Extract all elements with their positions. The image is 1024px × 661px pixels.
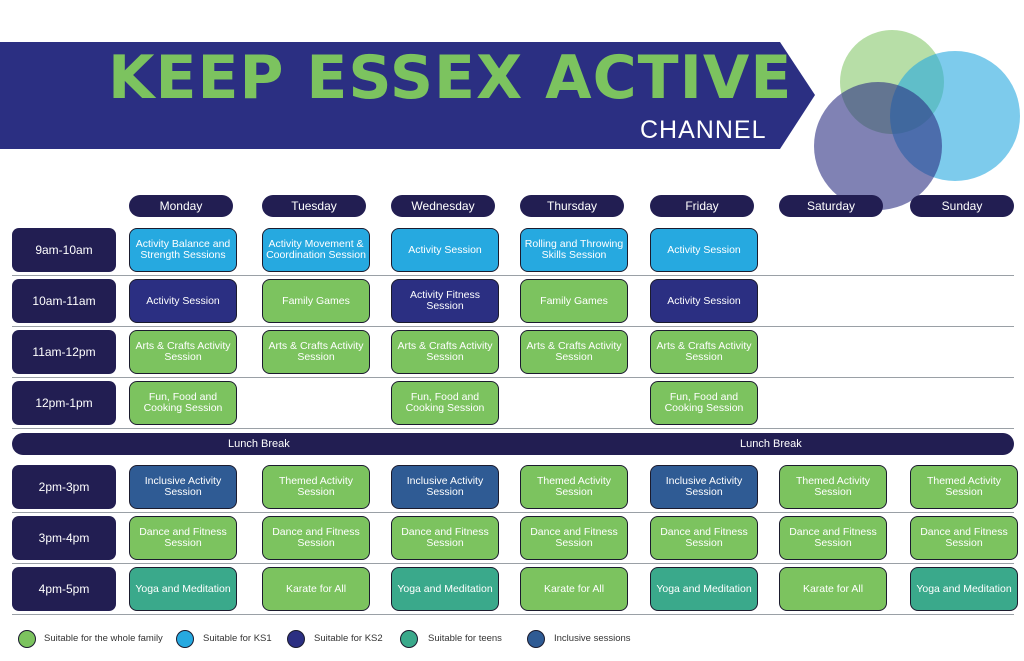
session-thu-9am[interactable]: Rolling and Throwing Skills Session bbox=[520, 228, 628, 272]
day-header-monday: Monday bbox=[129, 195, 233, 217]
session-mon-11am[interactable]: Arts & Crafts Activity Session bbox=[129, 330, 237, 374]
legend-inclusive-icon bbox=[527, 630, 545, 648]
day-header-saturday: Saturday bbox=[779, 195, 883, 217]
session-fri-12pm[interactable]: Fun, Food and Cooking Session bbox=[650, 381, 758, 425]
time-label-2pm: 2pm-3pm bbox=[12, 465, 116, 509]
day-header-sunday: Sunday bbox=[910, 195, 1014, 217]
session-mon-12pm[interactable]: Fun, Food and Cooking Session bbox=[129, 381, 237, 425]
logo-circles-icon bbox=[814, 30, 1020, 210]
legend-inclusive-label: Inclusive sessions bbox=[554, 633, 631, 644]
legend-ks1-label: Suitable for KS1 bbox=[203, 633, 272, 644]
legend-ks2-icon bbox=[287, 630, 305, 648]
lunch-break-label-left: Lunch Break bbox=[228, 438, 290, 450]
session-mon-9am[interactable]: Activity Balance and Strength Sessions bbox=[129, 228, 237, 272]
session-tue-11am[interactable]: Arts & Crafts Activity Session bbox=[262, 330, 370, 374]
session-wed-3pm[interactable]: Dance and Fitness Session bbox=[391, 516, 499, 560]
session-sat-4pm[interactable]: Karate for All bbox=[779, 567, 887, 611]
session-tue-10am[interactable]: Family Games bbox=[262, 279, 370, 323]
session-fri-3pm[interactable]: Dance and Fitness Session bbox=[650, 516, 758, 560]
session-mon-2pm[interactable]: Inclusive Activity Session bbox=[129, 465, 237, 509]
row-divider bbox=[12, 377, 1014, 378]
session-fri-11am[interactable]: Arts & Crafts Activity Session bbox=[650, 330, 758, 374]
session-sun-3pm[interactable]: Dance and Fitness Session bbox=[910, 516, 1018, 560]
day-header-thursday: Thursday bbox=[520, 195, 624, 217]
row-divider bbox=[12, 326, 1014, 327]
row-divider bbox=[12, 512, 1014, 513]
row-divider bbox=[12, 428, 1014, 429]
time-label-4pm: 4pm-5pm bbox=[12, 567, 116, 611]
time-label-9am: 9am-10am bbox=[12, 228, 116, 272]
session-fri-2pm[interactable]: Inclusive Activity Session bbox=[650, 465, 758, 509]
legend-teens-icon bbox=[400, 630, 418, 648]
lunch-break-label-right: Lunch Break bbox=[740, 438, 802, 450]
row-divider bbox=[12, 563, 1014, 564]
session-wed-10am[interactable]: Activity Fitness Session bbox=[391, 279, 499, 323]
session-sun-2pm[interactable]: Themed Activity Session bbox=[910, 465, 1018, 509]
session-mon-10am[interactable]: Activity Session bbox=[129, 279, 237, 323]
header-banner bbox=[0, 42, 815, 149]
session-sun-4pm[interactable]: Yoga and Meditation bbox=[910, 567, 1018, 611]
day-header-tuesday: Tuesday bbox=[262, 195, 366, 217]
session-wed-2pm[interactable]: Inclusive Activity Session bbox=[391, 465, 499, 509]
day-header-friday: Friday bbox=[650, 195, 754, 217]
legend-ks2-label: Suitable for KS2 bbox=[314, 633, 383, 644]
session-wed-11am[interactable]: Arts & Crafts Activity Session bbox=[391, 330, 499, 374]
legend-whole-family-label: Suitable for the whole family bbox=[44, 633, 163, 644]
session-wed-4pm[interactable]: Yoga and Meditation bbox=[391, 567, 499, 611]
page-title: KEEP ESSEX ACTIVE bbox=[108, 43, 793, 113]
time-label-12pm: 12pm-1pm bbox=[12, 381, 116, 425]
session-tue-2pm[interactable]: Themed Activity Session bbox=[262, 465, 370, 509]
session-mon-3pm[interactable]: Dance and Fitness Session bbox=[129, 516, 237, 560]
session-thu-4pm[interactable]: Karate for All bbox=[520, 567, 628, 611]
session-sat-3pm[interactable]: Dance and Fitness Session bbox=[779, 516, 887, 560]
legend-teens-label: Suitable for teens bbox=[428, 633, 502, 644]
session-thu-11am[interactable]: Arts & Crafts Activity Session bbox=[520, 330, 628, 374]
time-label-10am: 10am-11am bbox=[12, 279, 116, 323]
lunch-break-bar bbox=[12, 433, 1014, 455]
session-tue-4pm[interactable]: Karate for All bbox=[262, 567, 370, 611]
session-sat-2pm[interactable]: Themed Activity Session bbox=[779, 465, 887, 509]
session-thu-10am[interactable]: Family Games bbox=[520, 279, 628, 323]
session-wed-9am[interactable]: Activity Session bbox=[391, 228, 499, 272]
session-fri-4pm[interactable]: Yoga and Meditation bbox=[650, 567, 758, 611]
legend-whole-family-icon bbox=[18, 630, 36, 648]
row-divider bbox=[12, 614, 1014, 615]
session-fri-10am[interactable]: Activity Session bbox=[650, 279, 758, 323]
session-thu-3pm[interactable]: Dance and Fitness Session bbox=[520, 516, 628, 560]
time-label-3pm: 3pm-4pm bbox=[12, 516, 116, 560]
legend-ks1-icon bbox=[176, 630, 194, 648]
session-tue-3pm[interactable]: Dance and Fitness Session bbox=[262, 516, 370, 560]
day-header-wednesday: Wednesday bbox=[391, 195, 495, 217]
session-thu-2pm[interactable]: Themed Activity Session bbox=[520, 465, 628, 509]
session-fri-9am[interactable]: Activity Session bbox=[650, 228, 758, 272]
session-mon-4pm[interactable]: Yoga and Meditation bbox=[129, 567, 237, 611]
time-label-11am: 11am-12pm bbox=[12, 330, 116, 374]
session-wed-12pm[interactable]: Fun, Food and Cooking Session bbox=[391, 381, 499, 425]
session-tue-9am[interactable]: Activity Movement & Coordination Session bbox=[262, 228, 370, 272]
row-divider bbox=[12, 275, 1014, 276]
page-subtitle: CHANNEL bbox=[640, 116, 767, 144]
